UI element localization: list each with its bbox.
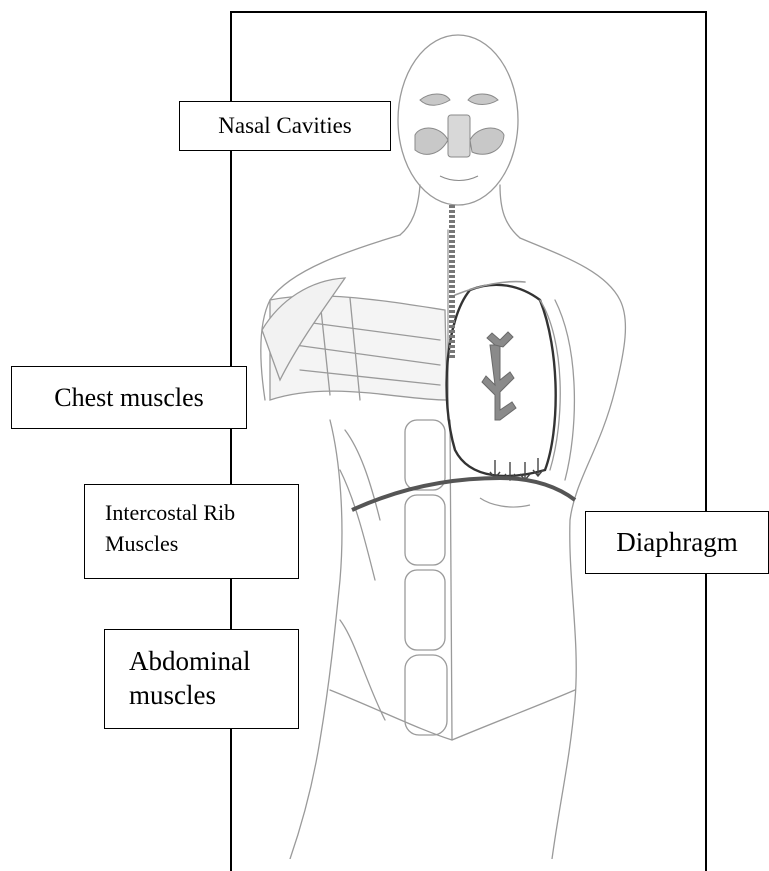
label-nasal-cavities: Nasal Cavities <box>179 101 391 151</box>
nasal-cavities-sketch <box>415 94 504 157</box>
label-chest-muscles: Chest muscles <box>11 366 247 429</box>
label-intercostal-line2: Muscles <box>105 528 298 559</box>
label-abdominal-line1: Abdominal <box>129 644 298 678</box>
label-nasal-cavities-text: Nasal Cavities <box>218 113 352 139</box>
neck-outline <box>400 185 520 238</box>
label-intercostal-line1: Intercostal Rib <box>105 497 298 528</box>
label-abdominal-muscles: Abdominal muscles <box>104 629 299 729</box>
label-chest-muscles-text: Chest muscles <box>54 383 204 413</box>
rib-lines <box>540 300 574 480</box>
diaphragm-arc <box>352 478 575 510</box>
label-abdominal-line2: muscles <box>129 678 298 712</box>
mouth-line <box>440 176 478 181</box>
bronchial-tree <box>482 332 516 420</box>
label-diaphragm-text: Diaphragm <box>616 527 737 558</box>
abdominal-blocks <box>340 420 447 735</box>
label-intercostal-rib-muscles: Intercostal Rib Muscles <box>84 484 299 579</box>
label-diaphragm: Diaphragm <box>585 511 769 574</box>
